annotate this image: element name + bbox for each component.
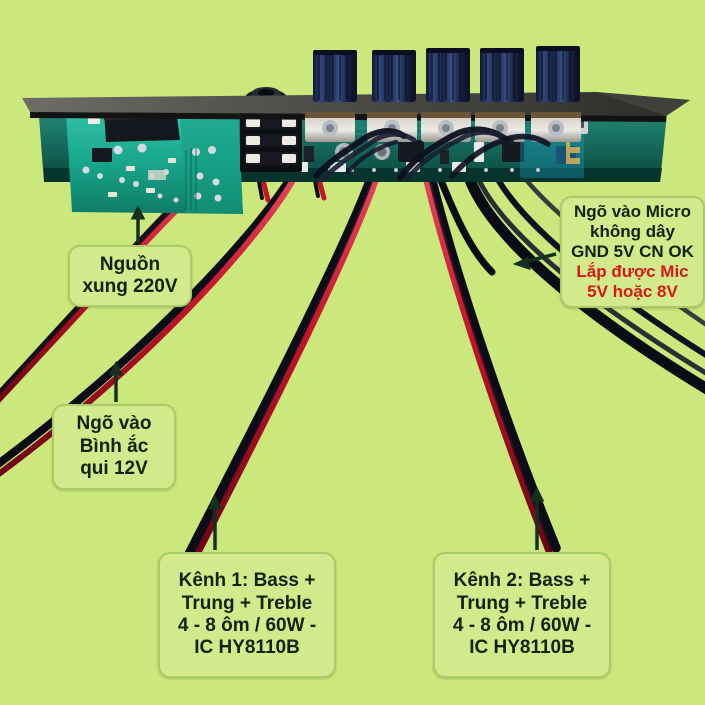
arrow-power — [130, 204, 146, 243]
slide-switches[interactable] — [240, 110, 302, 172]
callout-line: Trung + Treble — [181, 592, 313, 614]
potentiometer-knobs[interactable] — [305, 46, 581, 142]
callout-line: Ngõ vào Micro — [573, 201, 692, 221]
callout-line: qui 12V — [80, 458, 148, 480]
pot-bodies — [305, 112, 581, 142]
arrow-channel-1 — [207, 494, 223, 550]
knob[interactable] — [313, 46, 580, 102]
callout-line: Trung + Treble — [456, 592, 588, 614]
battery-input-callout: Ngõ vào Bình ắc qui 12V — [52, 404, 176, 490]
callout-line: 4 - 8 ôm / 60W - — [452, 615, 592, 636]
channel-1-callout: Kênh 1: Bass + Trung + Treble 4 - 8 ôm /… — [158, 552, 336, 678]
callout-line: Kênh 2: Bass + — [453, 570, 591, 592]
callout-line: xung 220V — [82, 276, 178, 297]
callout-line: IC HY8110B — [469, 637, 575, 659]
channel-2-callout: Kênh 2: Bass + Trung + Treble 4 - 8 ôm /… — [433, 552, 611, 678]
arrow-channel-2 — [529, 486, 545, 550]
callout-line: Kênh 1: Bass + — [178, 570, 316, 592]
arrow-battery — [108, 360, 124, 402]
callout-line: không dây — [589, 221, 675, 241]
callout-line: Nguồn — [99, 253, 161, 275]
callout-line: 4 - 8 ôm / 60W - — [177, 615, 317, 636]
callout-line: Ngõ vào — [76, 413, 152, 435]
callout-line-highlight: Lắp được Mic — [576, 262, 689, 282]
power-supply-pcb — [66, 108, 243, 214]
callout-line: Bình ắc — [79, 435, 149, 457]
wireless-mic-input-callout: Ngõ vào Micro không dây GND 5V CN OK Lắp… — [560, 196, 705, 308]
power-supply-callout: Nguồn xung 220V — [68, 245, 192, 307]
callout-line: IC HY8110B — [194, 637, 300, 659]
wire-pair-channel-2 — [423, 176, 561, 555]
callout-line-highlight: 5V hoặc 8V — [587, 282, 678, 302]
callout-line: GND 5V CN OK — [571, 241, 694, 261]
arrow-mic — [512, 252, 557, 271]
annotation-arrows — [108, 204, 557, 550]
wire-loom-front — [313, 126, 551, 181]
